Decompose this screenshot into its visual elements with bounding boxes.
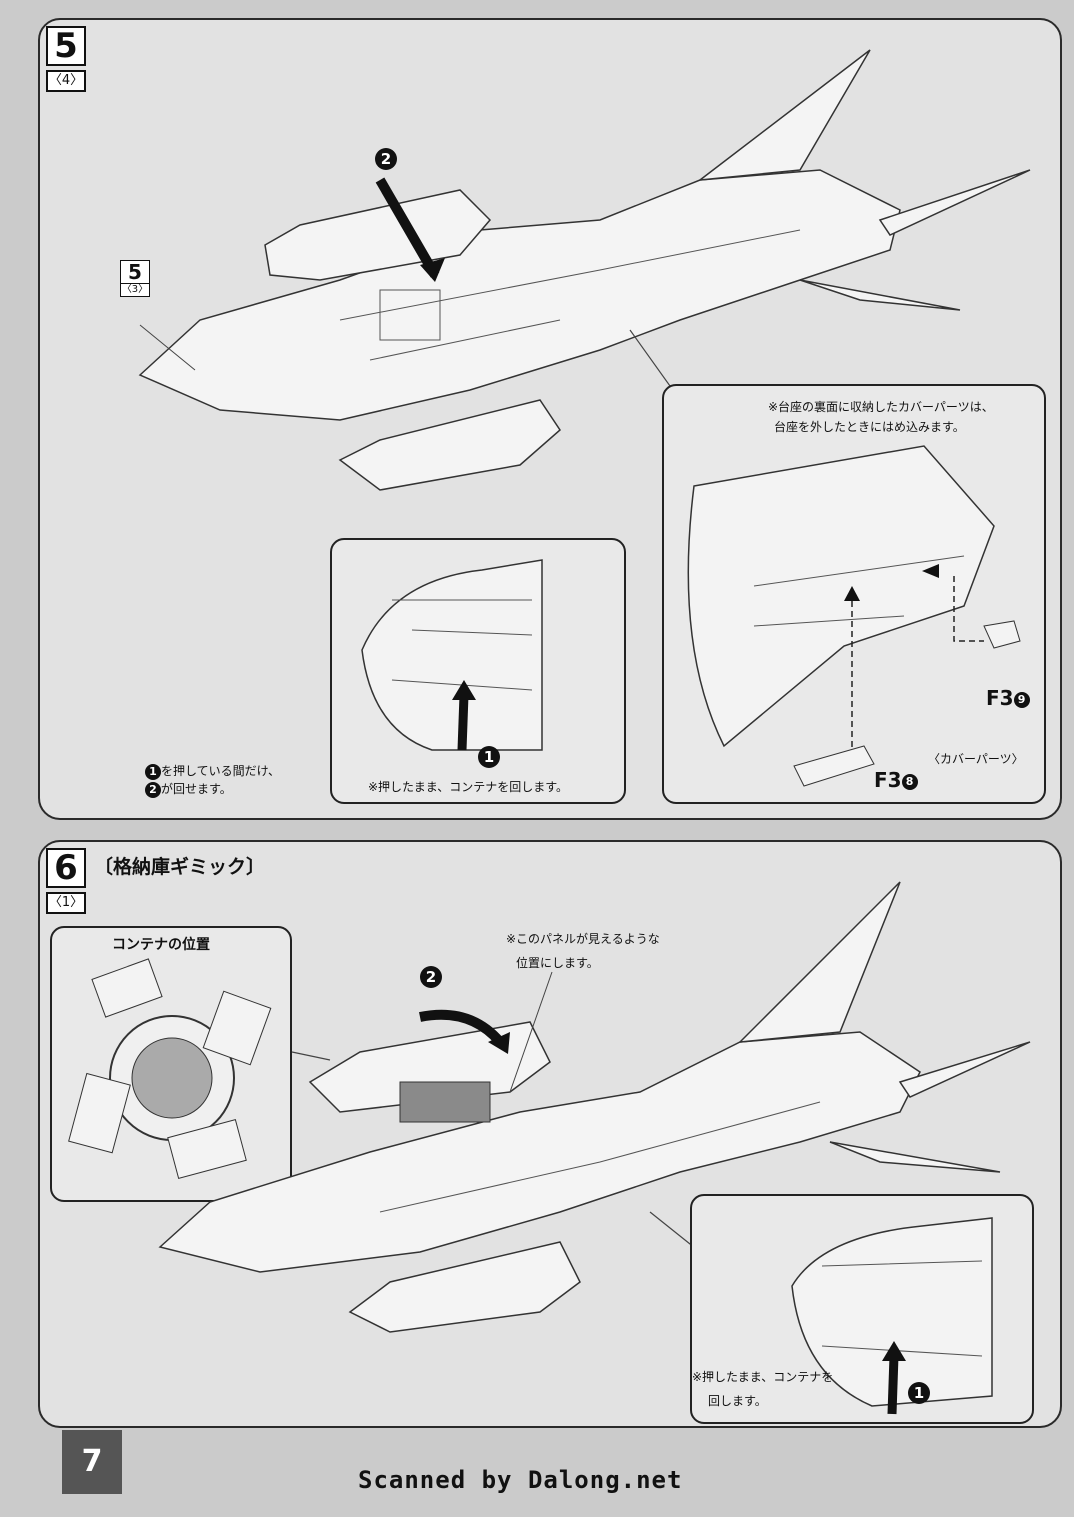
ship-illustration-step6 xyxy=(158,881,1031,1333)
container-rotation-inset: 1 ※押したまま、コンテナを回します。 xyxy=(330,538,626,804)
step-number: 6 xyxy=(46,848,86,888)
substep-label: 〈4〉 xyxy=(46,70,86,92)
inset-note-line-2: 回します。 xyxy=(708,1394,767,1408)
callout-2: 2 xyxy=(420,966,442,988)
cover-parts-label: 〈カバーパーツ〉 xyxy=(928,752,1024,766)
step-title: 〔格納庫ギミック〕 xyxy=(94,856,266,878)
rotation-note-line-2: が回せます。 xyxy=(161,782,232,796)
step-6-panel: 6 〈1〉 〔格納庫ギミック〕 コンテナの位置 xyxy=(38,840,1062,1428)
substep-label: 〈1〉 xyxy=(46,892,86,914)
part-f3-9-number: 9 xyxy=(1013,691,1030,708)
callout-2: 2 xyxy=(375,148,397,170)
cover-note-line-2: 台座を外したときにはめ込みます。 xyxy=(774,420,965,434)
inset-note-line-1: ※押したまま、コンテナを xyxy=(692,1370,834,1384)
part-f3-8-number: 8 xyxy=(901,773,918,790)
ship-illustration-step5 xyxy=(138,49,1031,491)
container-hold-inset: 1 ※押したまま、コンテナを 回します。 xyxy=(690,1194,1034,1424)
inset-callout-1: 1 xyxy=(908,1382,930,1404)
circle-2-badge: 2 xyxy=(145,781,161,798)
circle-1-badge: 1 xyxy=(145,763,161,780)
container-illustration xyxy=(361,559,543,751)
panel-note-line-1: ※このパネルが見えるような xyxy=(506,932,660,946)
scanner-credit: Scanned by Dalong.net xyxy=(358,1466,683,1494)
reference-substep: 〈3〉 xyxy=(121,284,149,295)
part-f3-8-code: F3 xyxy=(874,768,902,792)
cover-note-line-1: ※台座の裏面に収納したカバーパーツは、 xyxy=(768,400,994,414)
inset-callout-1: 1 xyxy=(478,746,500,768)
container-hold-illustration xyxy=(791,1217,993,1415)
reference-step-box: 5 〈3〉 xyxy=(120,260,150,297)
container-position-title: コンテナの位置 xyxy=(112,937,210,953)
container-position-inset: コンテナの位置 xyxy=(50,926,292,1202)
rotation-note-line-1: を押している間だけ、 xyxy=(161,764,281,778)
step-5-panel: 5 〈4〉 5 〈3〉 2 xyxy=(38,18,1062,820)
inset-left-note: ※押したまま、コンテナを回します。 xyxy=(368,780,569,794)
callout-2-badge: 2 xyxy=(420,966,442,988)
panel-note-line-2: 位置にします。 xyxy=(516,956,599,970)
callout-2-badge: 2 xyxy=(375,148,397,170)
inset-callout-1-badge: 1 xyxy=(478,746,500,768)
page-number: 7 xyxy=(62,1430,122,1494)
reference-step-number: 5 xyxy=(121,261,149,284)
container-position-diagram xyxy=(68,958,272,1179)
cover-parts-illustration xyxy=(687,445,1021,787)
inset-callout-1-badge: 1 xyxy=(908,1382,930,1404)
step-number: 5 xyxy=(46,26,86,66)
part-f3-9-code: F3 xyxy=(986,686,1014,710)
